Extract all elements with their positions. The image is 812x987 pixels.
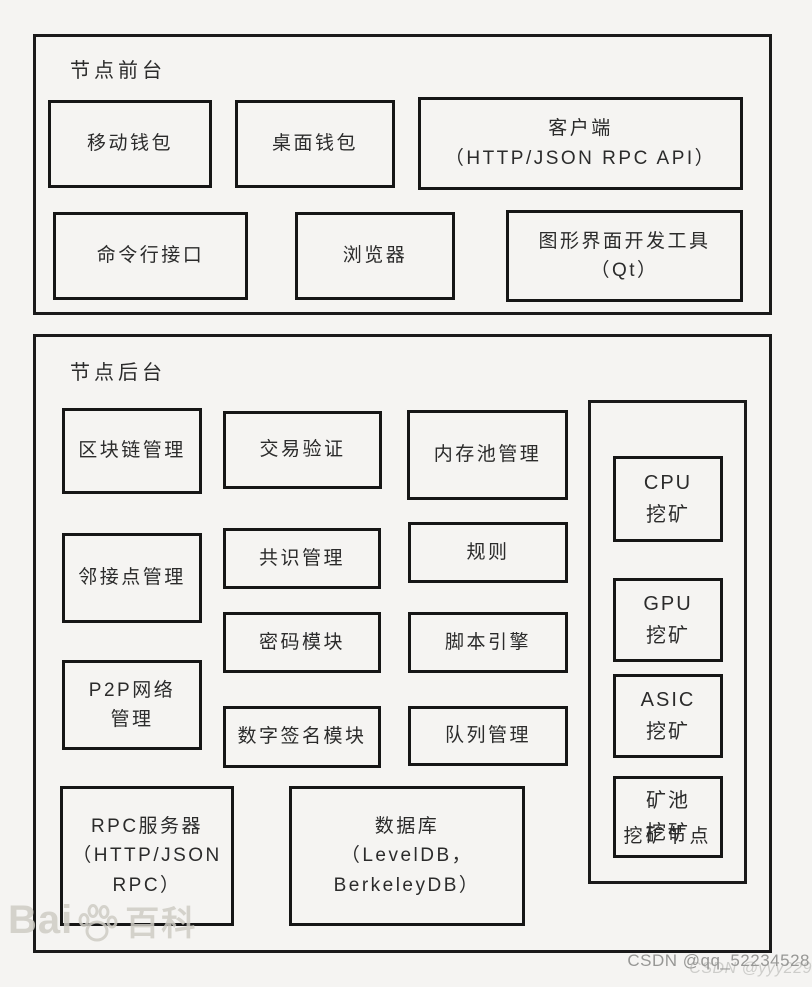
box-label: 共识管理 — [258, 547, 345, 569]
box-browser: 浏览器 — [295, 212, 455, 300]
box-consensus-management: 共识管理 — [223, 528, 381, 589]
box-mobile-wallet: 移动钱包 — [48, 100, 212, 188]
box-blockchain-management: 区块链管理 — [62, 408, 202, 494]
box-desktop-wallet: 桌面钱包 — [235, 100, 395, 188]
box-sublabel: RPC） — [112, 874, 182, 896]
csdn-watermark: CSDN @qq_52234528 — [627, 951, 810, 970]
box-label: CPU — [643, 472, 693, 494]
box-label: ASIC — [640, 689, 696, 711]
box-neighbor-node-management: 邻接点管理 — [62, 533, 202, 623]
box-p2p-network-management: P2P网络 管理 — [62, 660, 202, 750]
box-client-rpc-api: 客户端 （HTTP/JSON RPC API） — [418, 97, 743, 190]
box-label: 移动钱包 — [86, 133, 173, 155]
box-label: 密码模块 — [258, 631, 345, 653]
node-backend-title: 节点后台 — [70, 362, 166, 384]
box-label: 邻接点管理 — [78, 567, 186, 589]
box-cpu-mining: CPU 挖矿 — [613, 456, 723, 542]
box-sublabel: 挖矿 — [646, 721, 690, 743]
box-label: 脚本引擎 — [444, 631, 531, 653]
box-rules: 规则 — [408, 522, 568, 583]
box-sublabel: （HTTP/JSON — [72, 845, 222, 867]
box-sublabel: 挖矿 — [646, 625, 690, 647]
box-gpu-mining: GPU 挖矿 — [613, 578, 723, 662]
box-script-engine: 脚本引擎 — [408, 612, 568, 673]
box-label: 客户端 — [548, 118, 613, 140]
box-label: 浏览器 — [342, 245, 408, 267]
box-label: 矿池 — [646, 790, 690, 812]
node-frontend-frame — [33, 34, 772, 315]
box-label: 内存池管理 — [433, 444, 542, 466]
box-label: 队列管理 — [444, 725, 531, 747]
node-backend-frame — [33, 334, 772, 953]
box-label: 规则 — [466, 541, 510, 563]
box-sublabel: 挖矿 — [646, 822, 690, 844]
box-transaction-verification: 交易验证 — [223, 411, 382, 489]
box-rpc-server: RPC服务器 （HTTP/JSON RPC） — [60, 786, 234, 926]
box-label: 数字签名模块 — [237, 726, 367, 748]
box-sublabel: 管理 — [110, 709, 154, 730]
box-label: GPU — [643, 593, 693, 615]
box-database: 数据库 （LevelDB， BerkeleyDB） — [289, 786, 525, 926]
box-sublabel: 挖矿 — [646, 504, 690, 526]
box-mempool-management: 内存池管理 — [407, 410, 568, 500]
box-sublabel: （Qt） — [590, 260, 659, 281]
box-label: 数据库 — [374, 815, 440, 837]
box-sublabel: （HTTP/JSON RPC API） — [444, 147, 717, 169]
box-label: 图形界面开发工具 — [538, 230, 711, 252]
box-digital-signature-module: 数字签名模块 — [223, 706, 381, 768]
csdn-watermark-ghost: CSDN @yyy229 — [689, 960, 812, 977]
box-label: 交易验证 — [259, 439, 346, 461]
box-label: 命令行接口 — [96, 245, 205, 267]
box-label: 区块链管理 — [78, 440, 186, 462]
node-frontend-title: 节点前台 — [70, 60, 166, 82]
box-label: RPC服务器 — [90, 815, 204, 837]
box-sublabel: （LevelDB， — [340, 845, 474, 867]
mining-node-frame: 挖矿节点 — [588, 400, 747, 884]
box-pool-mining: 矿池 挖矿 — [613, 776, 723, 858]
box-command-line-interface: 命令行接口 — [53, 212, 248, 300]
box-asic-mining: ASIC 挖矿 — [613, 674, 723, 758]
box-sublabel: BerkeleyDB） — [333, 874, 481, 896]
box-gui-dev-tool-qt: 图形界面开发工具 （Qt） — [506, 210, 743, 302]
box-label: P2P网络 — [88, 679, 176, 701]
box-crypto-module: 密码模块 — [223, 612, 381, 673]
box-queue-management: 队列管理 — [408, 706, 568, 766]
mining-node-title: 挖矿节点 — [623, 826, 712, 847]
box-label: 桌面钱包 — [271, 133, 358, 155]
